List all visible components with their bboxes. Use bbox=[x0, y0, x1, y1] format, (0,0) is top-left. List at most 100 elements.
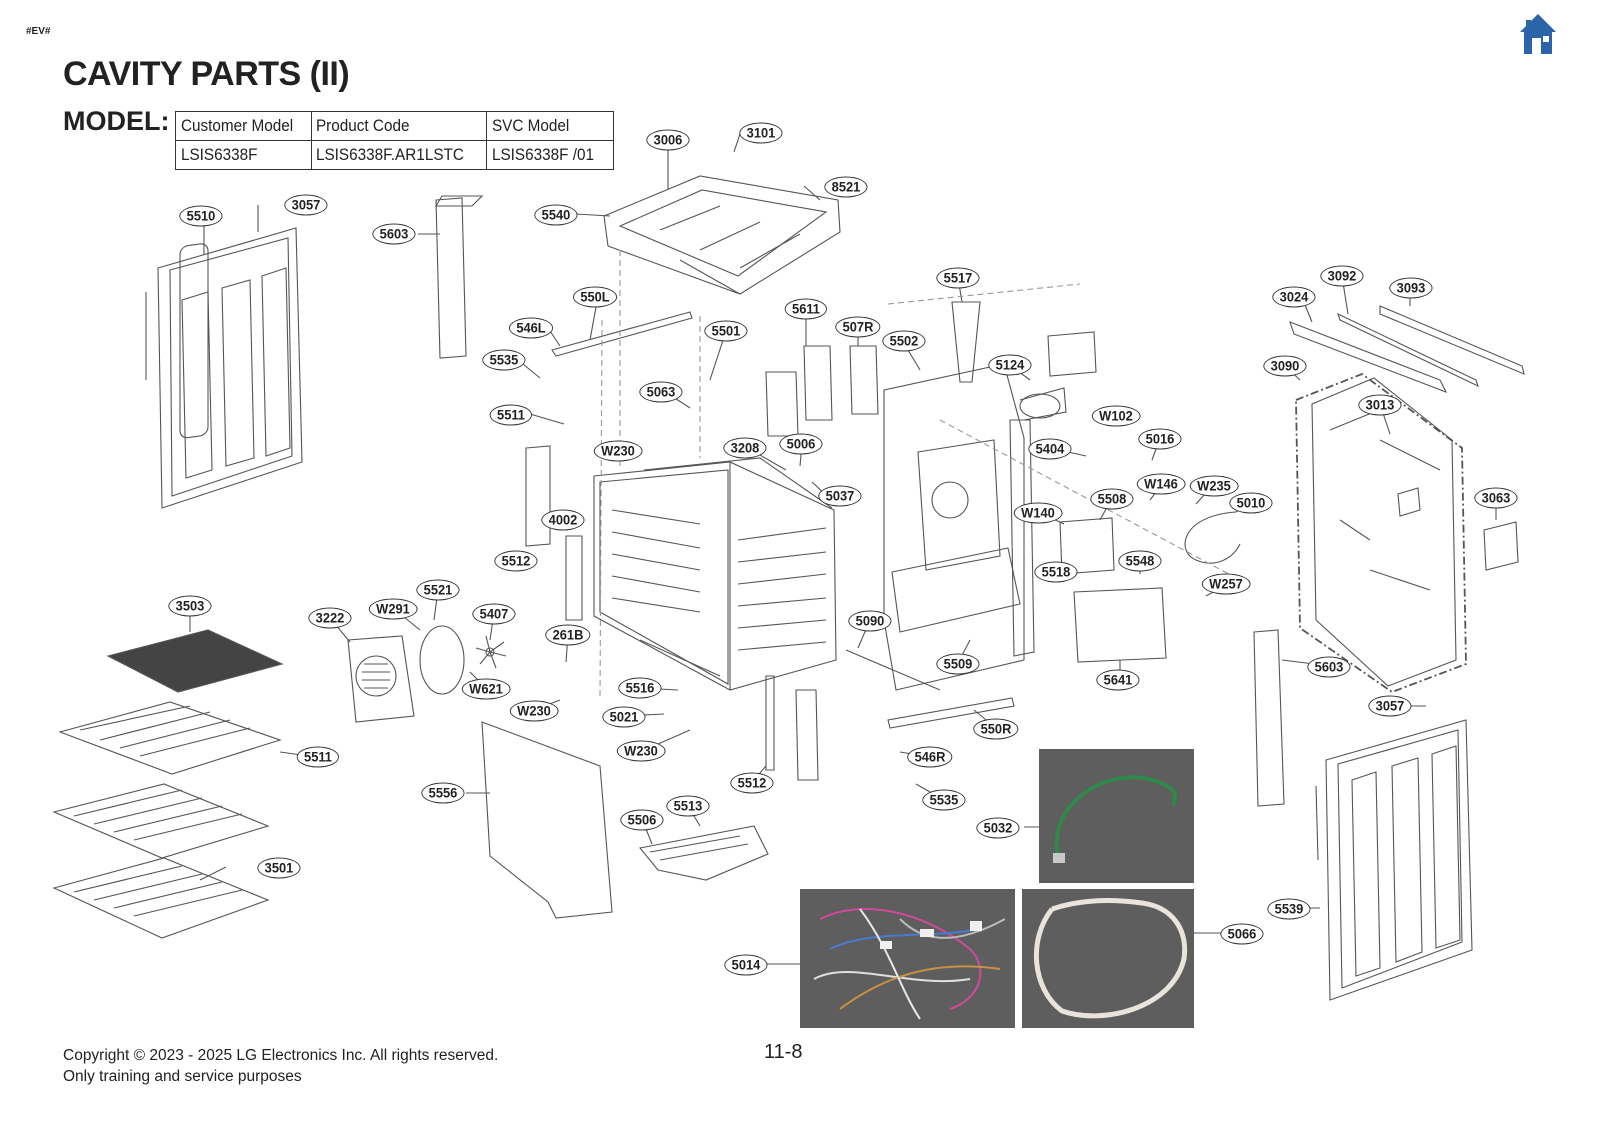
callout-w621: W621 bbox=[461, 678, 511, 700]
terminal-5518 bbox=[1059, 517, 1115, 575]
callout-5404: 5404 bbox=[1028, 438, 1072, 460]
callout-w230-lower: W230 bbox=[616, 740, 666, 762]
cooling-fan bbox=[1019, 387, 1067, 421]
power-cord-photo bbox=[1022, 889, 1194, 1028]
model-table: Customer Model Product Code SVC Model LS… bbox=[175, 111, 614, 170]
door-panel-right bbox=[1315, 719, 1473, 1001]
callout-3101: 3101 bbox=[739, 122, 783, 144]
copyright-text: Copyright © 2023 - 2025 LG Electronics I… bbox=[63, 1047, 499, 1064]
callout-w230-upper: W230 bbox=[593, 440, 643, 462]
bracket-4002-lower bbox=[795, 689, 819, 781]
callout-5512-left: 5512 bbox=[494, 550, 538, 572]
callout-w146: W146 bbox=[1136, 473, 1186, 495]
bracket-5512-left bbox=[565, 535, 583, 621]
callout-4002: 4002 bbox=[541, 509, 585, 531]
page-title: CAVITY PARTS (II) bbox=[63, 55, 350, 93]
rear-panel bbox=[883, 363, 1035, 691]
callout-5540: 5540 bbox=[534, 204, 578, 226]
ground-wire-photo bbox=[1039, 749, 1194, 883]
callout-5517: 5517 bbox=[936, 267, 980, 289]
bake-element bbox=[638, 825, 769, 881]
oven-rack-3501-upper bbox=[52, 783, 270, 859]
callout-3057-right: 3057 bbox=[1368, 695, 1412, 717]
callout-5014: 5014 bbox=[724, 954, 768, 976]
callout-w140: W140 bbox=[1013, 502, 1063, 524]
callout-507r: 507R bbox=[835, 316, 881, 338]
fan-housing bbox=[1047, 331, 1097, 377]
header-product-code: Product Code bbox=[310, 111, 470, 141]
fan-blade bbox=[475, 635, 507, 669]
callout-546r: 546R bbox=[907, 746, 953, 768]
callout-w291: W291 bbox=[368, 598, 418, 620]
callout-5501: 5501 bbox=[704, 320, 748, 342]
callout-5509: 5509 bbox=[936, 653, 980, 675]
callout-3057: 3057 bbox=[284, 194, 328, 216]
oven-cavity bbox=[593, 457, 837, 691]
oven-rack-3511 bbox=[58, 701, 282, 775]
callout-5063: 5063 bbox=[639, 381, 683, 403]
callout-3092: 3092 bbox=[1320, 265, 1364, 287]
callout-5518: 5518 bbox=[1034, 561, 1078, 583]
callout-5539: 5539 bbox=[1267, 898, 1311, 920]
side-panel-left bbox=[435, 195, 484, 359]
callout-5010: 5010 bbox=[1229, 492, 1273, 514]
page-number: 11-8 bbox=[764, 1041, 803, 1063]
convection-fan-cover bbox=[347, 635, 415, 723]
relay-board bbox=[765, 371, 799, 437]
callout-5535: 5535 bbox=[482, 349, 526, 371]
callout-3093: 3093 bbox=[1389, 277, 1433, 299]
callout-w257: W257 bbox=[1201, 573, 1251, 595]
power-cord bbox=[1184, 511, 1241, 564]
door-panel-left bbox=[145, 227, 303, 509]
callout-3006: 3006 bbox=[646, 129, 690, 151]
callout-3013: 3013 bbox=[1358, 394, 1402, 416]
callout-w235: W235 bbox=[1189, 475, 1239, 497]
bracket-550l bbox=[551, 311, 693, 357]
callout-5641: 5641 bbox=[1096, 669, 1140, 691]
model-table-header-row: Customer Model Product Code SVC Model bbox=[175, 111, 614, 141]
bracket-5512-right bbox=[765, 675, 775, 771]
callout-3503: 3503 bbox=[168, 595, 212, 617]
usage-note: Only training and service purposes bbox=[63, 1068, 302, 1085]
model-label: MODEL: bbox=[63, 106, 170, 136]
callout-3208: 3208 bbox=[723, 437, 767, 459]
callout-w102: W102 bbox=[1091, 405, 1141, 427]
callout-5090: 5090 bbox=[848, 610, 892, 632]
callout-5516: 5516 bbox=[618, 677, 662, 699]
callout-550r: 550R bbox=[973, 718, 1019, 740]
callout-5535-right: 5535 bbox=[922, 789, 966, 811]
header-svc-model: SVC Model bbox=[486, 111, 602, 141]
callout-5124: 5124 bbox=[988, 354, 1032, 376]
callout-550l: 550L bbox=[572, 286, 618, 308]
door-gasket bbox=[481, 721, 613, 919]
value-customer-model: LSIS6338F bbox=[175, 140, 299, 170]
element-5090 bbox=[845, 649, 941, 691]
callout-5603: 5603 bbox=[372, 223, 416, 245]
trim-3093 bbox=[1379, 305, 1525, 375]
callout-3024: 3024 bbox=[1272, 286, 1316, 308]
callout-546l: 546L bbox=[508, 317, 554, 339]
trim-3024 bbox=[1289, 321, 1448, 394]
back-panel-right bbox=[1295, 372, 1467, 694]
vent-3063 bbox=[1483, 521, 1519, 571]
callout-5512-right: 5512 bbox=[730, 772, 774, 794]
callout-261b: 261B bbox=[545, 624, 591, 646]
callout-5521: 5521 bbox=[416, 579, 460, 601]
wire-harness-photo bbox=[800, 889, 1015, 1028]
callout-5548: 5548 bbox=[1118, 550, 1162, 572]
header-customer-model: Customer Model bbox=[175, 111, 299, 141]
trim-3092 bbox=[1337, 312, 1479, 388]
callout-5016: 5016 bbox=[1138, 428, 1182, 450]
home-icon[interactable] bbox=[1518, 12, 1558, 56]
callout-5502: 5502 bbox=[882, 330, 926, 352]
callout-5508: 5508 bbox=[1090, 488, 1134, 510]
callout-5506: 5506 bbox=[620, 809, 664, 831]
broil-tray bbox=[106, 629, 284, 693]
callout-5556: 5556 bbox=[421, 782, 465, 804]
value-product-code: LSIS6338F.AR1LSTC bbox=[310, 140, 470, 170]
callout-5407: 5407 bbox=[472, 603, 516, 625]
top-plate bbox=[603, 175, 841, 295]
callout-5510: 5510 bbox=[179, 205, 223, 227]
callout-3090: 3090 bbox=[1263, 355, 1307, 377]
